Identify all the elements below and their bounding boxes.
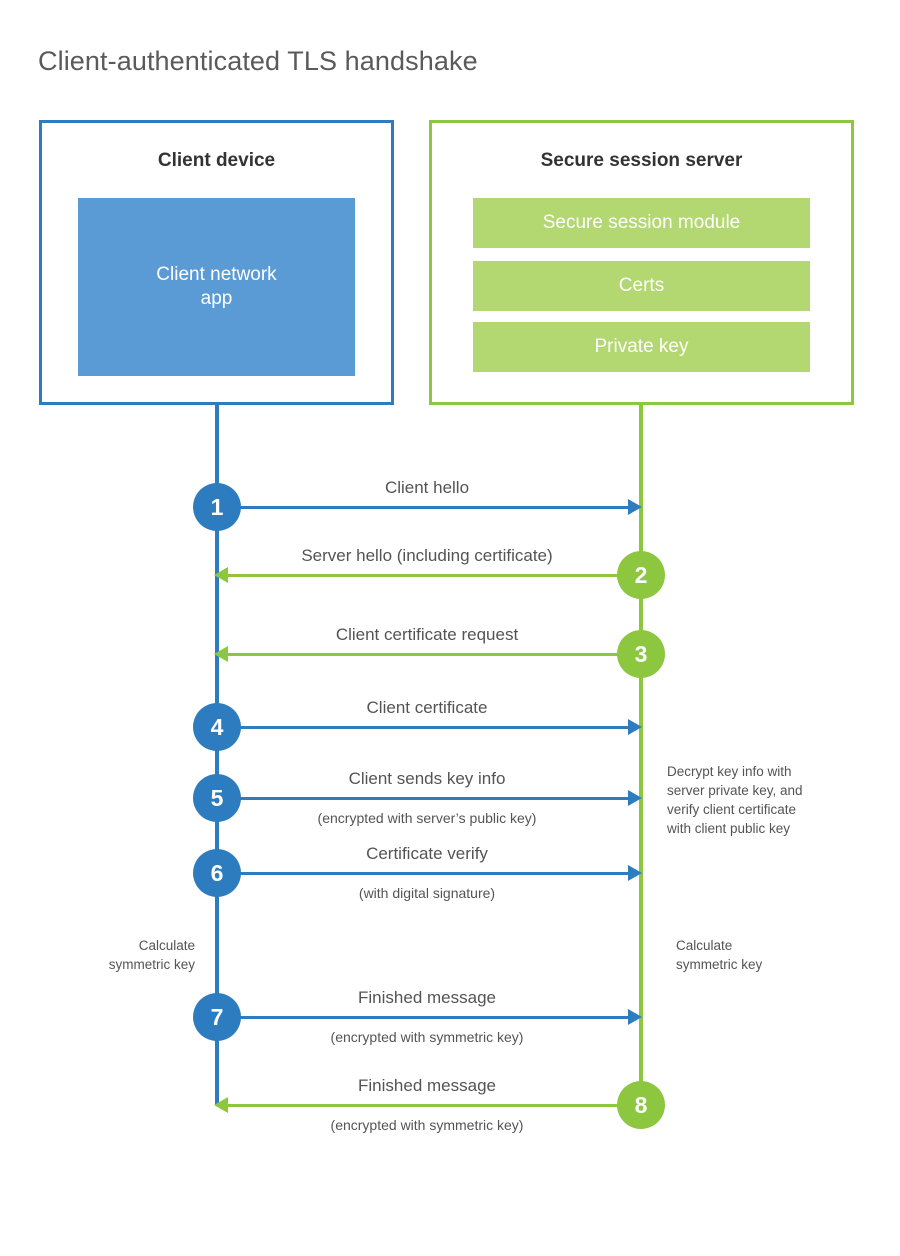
message-arrow-line bbox=[217, 1104, 637, 1107]
server-component-secure-session-module: Secure session module bbox=[473, 198, 810, 248]
server-lifeline bbox=[639, 405, 643, 1105]
message-label: Finished message bbox=[358, 1076, 496, 1095]
message-label: Client certificate request bbox=[335, 625, 519, 644]
message-label: Certificate verify bbox=[366, 844, 488, 863]
client-lifeline bbox=[215, 405, 219, 1105]
arrow-head-icon bbox=[214, 567, 228, 583]
step-number-badge: 1 bbox=[193, 483, 241, 531]
arrow-head-icon bbox=[628, 499, 642, 515]
page-title: Client-authenticated TLS handshake bbox=[38, 46, 478, 77]
client-device-box: Client device Client network app bbox=[39, 120, 394, 405]
message-label: Server hello (including certificate) bbox=[301, 546, 553, 565]
client-device-title: Client device bbox=[157, 150, 276, 171]
step-number-badge: 5 bbox=[193, 774, 241, 822]
arrow-head-icon bbox=[214, 1097, 228, 1113]
message-sublabel: (encrypted with server’s public key) bbox=[317, 810, 537, 826]
note-calculate-symmetric-key-client: Calculate symmetric key bbox=[108, 938, 195, 973]
arrow-head-icon bbox=[628, 1009, 642, 1025]
step-number-badge: 3 bbox=[617, 630, 665, 678]
message-arrow-line bbox=[217, 653, 637, 656]
message-sublabel: (encrypted with symmetric key) bbox=[330, 1029, 524, 1045]
message-arrow-line bbox=[217, 574, 637, 577]
step-number-badge: 8 bbox=[617, 1081, 665, 1129]
server-component-private-key: Private key bbox=[473, 322, 810, 372]
message-sublabel: (with digital signature) bbox=[358, 885, 496, 901]
message-arrow-line bbox=[217, 797, 637, 800]
message-label: Client sends key info bbox=[348, 769, 506, 788]
client-network-app-box: Client network app bbox=[78, 198, 355, 376]
message-arrow-line bbox=[217, 726, 637, 729]
arrow-head-icon bbox=[628, 719, 642, 735]
secure-session-server-title: Secure session server bbox=[540, 150, 743, 171]
step-number-badge: 6 bbox=[193, 849, 241, 897]
message-arrow-line bbox=[217, 872, 637, 875]
step-number-badge: 7 bbox=[193, 993, 241, 1041]
arrow-head-icon bbox=[628, 790, 642, 806]
server-component-certs: Certs bbox=[473, 261, 810, 311]
message-sublabel: (encrypted with symmetric key) bbox=[330, 1117, 524, 1133]
note-decrypt-key-info: Decrypt key info with server private key… bbox=[667, 764, 803, 837]
message-label: Client certificate bbox=[366, 698, 488, 717]
arrow-head-icon bbox=[628, 865, 642, 881]
arrow-head-icon bbox=[214, 646, 228, 662]
note-calculate-symmetric-key-server: Calculate symmetric key bbox=[676, 938, 763, 973]
step-number-badge: 4 bbox=[193, 703, 241, 751]
step-number-badge: 2 bbox=[617, 551, 665, 599]
secure-session-server-box: Secure session server Secure session mod… bbox=[429, 120, 854, 405]
message-arrow-line bbox=[217, 1016, 637, 1019]
message-label: Client hello bbox=[384, 478, 470, 497]
message-label: Finished message bbox=[358, 988, 496, 1007]
message-arrow-line bbox=[217, 506, 637, 509]
